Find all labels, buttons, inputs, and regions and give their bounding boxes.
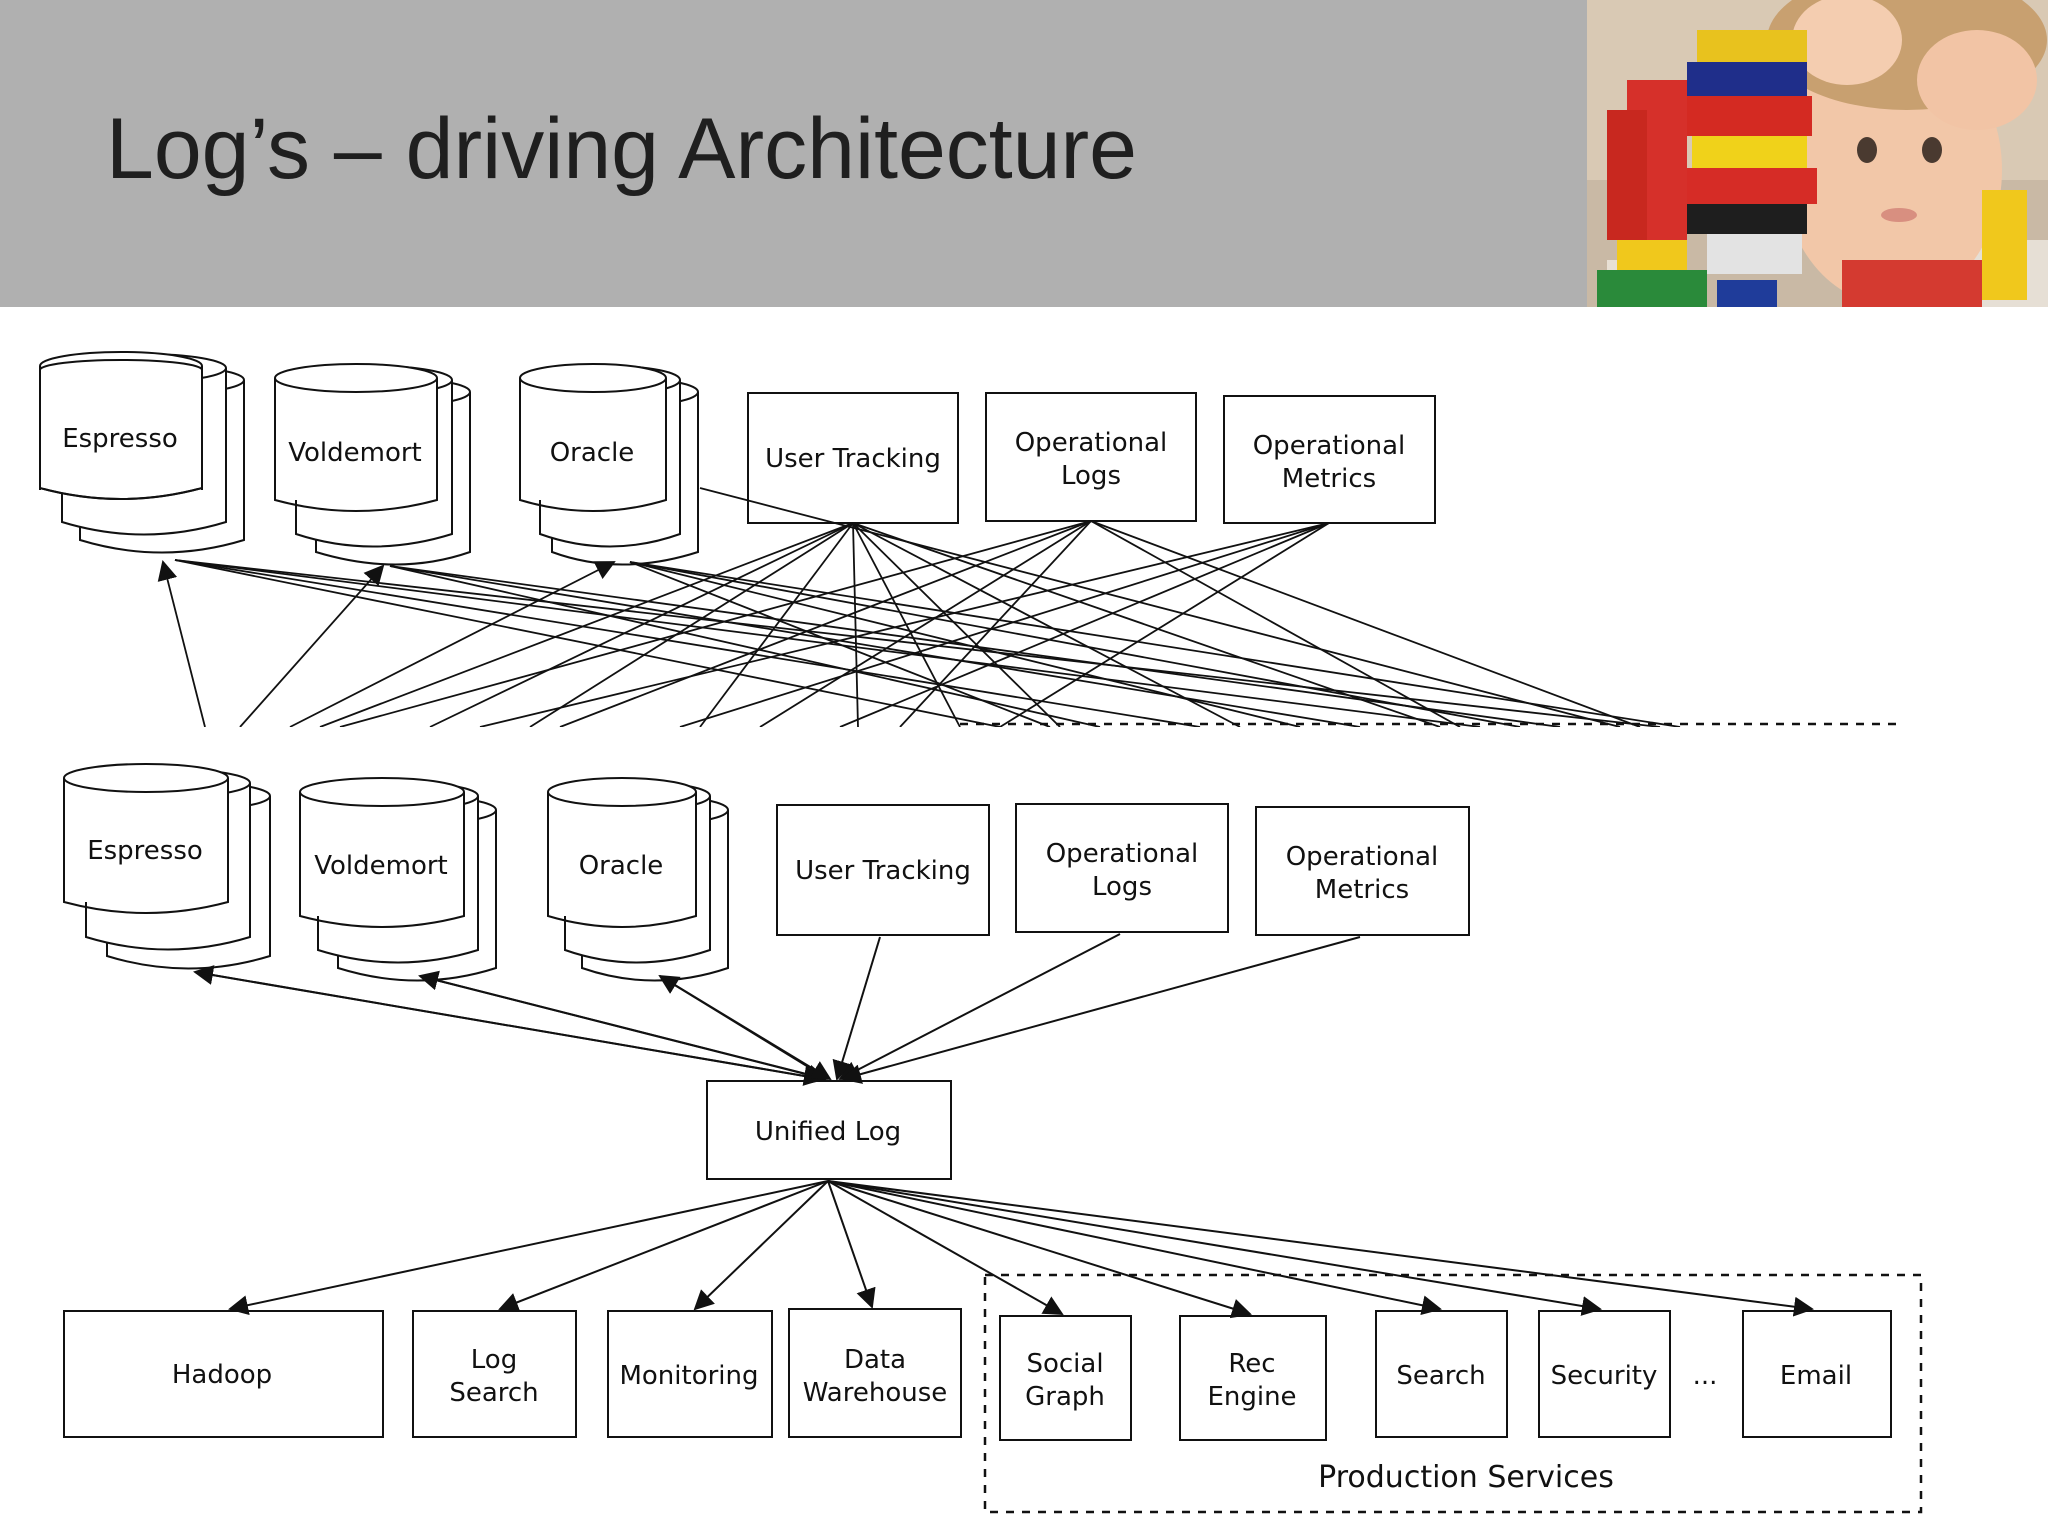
- box-monitoring-label: Monitoring: [619, 1361, 758, 1391]
- box-social-graph-line2: Graph: [1025, 1382, 1105, 1412]
- db-oracle-top-label: Oracle: [550, 438, 635, 468]
- box-search: [1375, 1310, 1508, 1438]
- consumers-ellipsis: ...: [1693, 1361, 1718, 1391]
- db-espresso-top: Espresso: [39, 351, 245, 554]
- box-operational-metrics-bottom-line1: Operational: [1286, 842, 1439, 872]
- box-hadoop-label: Hadoop: [172, 1360, 272, 1390]
- slide-title: Log’s – driving Architecture: [106, 101, 1137, 197]
- db-voldemort-bottom-label: Voldemort: [314, 851, 448, 881]
- box-operational-metrics-bottom: [1255, 806, 1470, 936]
- db-voldemort-top: Voldemort: [274, 363, 471, 566]
- box-operational-logs-top: [985, 392, 1197, 522]
- production-services-group: [983, 1273, 1923, 1514]
- top-diagram-cut: [0, 727, 2048, 767]
- box-rec-engine: [1179, 1315, 1327, 1441]
- box-operational-metrics-top-line2: Metrics: [1282, 464, 1376, 494]
- box-operational-metrics-top-line1: Operational: [1253, 431, 1406, 461]
- box-social-graph: [999, 1315, 1132, 1441]
- box-operational-logs-bottom: [1015, 803, 1229, 933]
- box-operational-logs-bottom-line2: Logs: [1092, 872, 1152, 902]
- lego-photo: [1587, 0, 2048, 307]
- box-unified-log-label: Unified Log: [755, 1117, 901, 1147]
- box-search-label: Search: [1396, 1361, 1485, 1391]
- box-user-tracking-top: [747, 392, 959, 524]
- db-oracle-top: Oracle: [519, 363, 699, 566]
- db-espresso-bottom-label: Espresso: [87, 836, 203, 866]
- box-security-label: Security: [1551, 1361, 1658, 1391]
- db-espresso-top-label: Espresso: [62, 424, 178, 454]
- box-data-warehouse-line2: Warehouse: [803, 1378, 948, 1408]
- production-services-label: Production Services: [1318, 1460, 1614, 1495]
- box-user-tracking-bottom: [776, 804, 990, 936]
- box-monitoring: [607, 1310, 773, 1438]
- box-user-tracking-top-label: User Tracking: [765, 444, 941, 474]
- box-email: [1742, 1310, 1892, 1438]
- box-hadoop: [63, 1310, 384, 1438]
- box-user-tracking-bottom-label: User Tracking: [795, 856, 971, 886]
- box-email-label: Email: [1780, 1361, 1852, 1391]
- db-voldemort-top-label: Voldemort: [288, 438, 422, 468]
- box-operational-logs-top-line1: Operational: [1015, 428, 1168, 458]
- box-data-warehouse-line1: Data: [844, 1345, 906, 1375]
- db-oracle-bottom-label: Oracle: [579, 851, 664, 881]
- box-rec-engine-line1: Rec: [1228, 1349, 1275, 1379]
- lego-child-image: [1587, 0, 2048, 307]
- box-log-search-line2: Search: [449, 1378, 538, 1408]
- box-unified-log: [706, 1080, 952, 1180]
- box-data-warehouse: [788, 1308, 962, 1438]
- db-voldemort-bottom: Voldemort: [299, 777, 497, 982]
- top-tangle-lines: [157, 487, 1681, 728]
- db-oracle-bottom: Oracle: [547, 777, 729, 982]
- top-diagram: Espresso Voldemort Oracle User Tracking: [39, 351, 1436, 566]
- box-log-search: [412, 1310, 577, 1438]
- bottom-diagram: Espresso Voldemort Oracle User Tracking: [63, 763, 1923, 1514]
- box-operational-metrics-bottom-line2: Metrics: [1315, 875, 1409, 905]
- box-operational-logs-bottom-line1: Operational: [1046, 839, 1199, 869]
- box-log-search-line1: Log: [471, 1345, 517, 1375]
- unified-log-arrows: [193, 933, 1814, 1319]
- box-rec-engine-line2: Engine: [1207, 1382, 1296, 1412]
- box-operational-metrics-top: [1223, 395, 1436, 524]
- box-operational-logs-top-line2: Logs: [1061, 461, 1121, 491]
- box-security: [1538, 1310, 1671, 1438]
- title-band: [0, 0, 1587, 307]
- box-social-graph-line1: Social: [1026, 1349, 1103, 1379]
- db-espresso-bottom: Espresso: [63, 763, 271, 970]
